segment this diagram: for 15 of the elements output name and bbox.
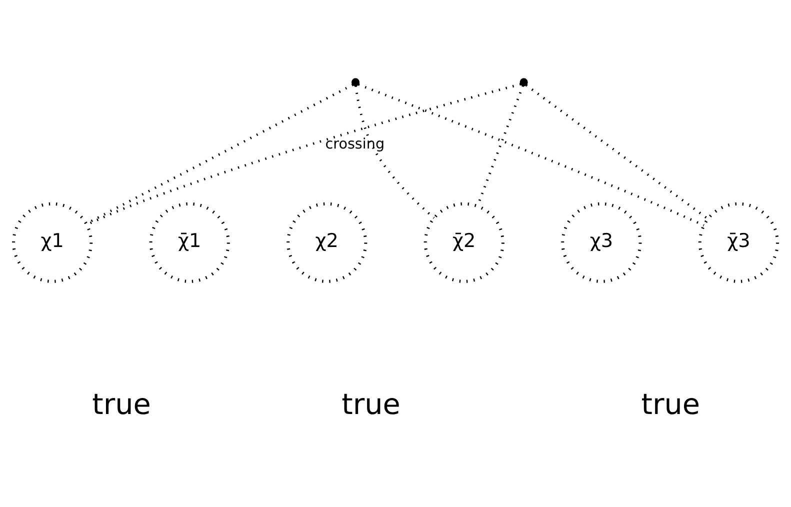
- connector: [354, 86, 435, 219]
- label: true: [641, 387, 700, 422]
- label: true: [92, 387, 151, 422]
- node-circle: χ̄2: [424, 202, 504, 283]
- node-circle: χ2: [286, 202, 368, 283]
- node-circle: χ3: [561, 202, 642, 283]
- label: true: [342, 387, 400, 422]
- edge-label: crossing: [325, 136, 385, 152]
- node-circle: χ̄3: [698, 202, 779, 283]
- node-circle: χ1: [12, 202, 93, 283]
- node-point: [520, 78, 528, 86]
- node-point: [351, 78, 360, 86]
- connector: [358, 83, 704, 226]
- connector: [526, 84, 709, 220]
- node-circle: χ̄1: [149, 202, 230, 283]
